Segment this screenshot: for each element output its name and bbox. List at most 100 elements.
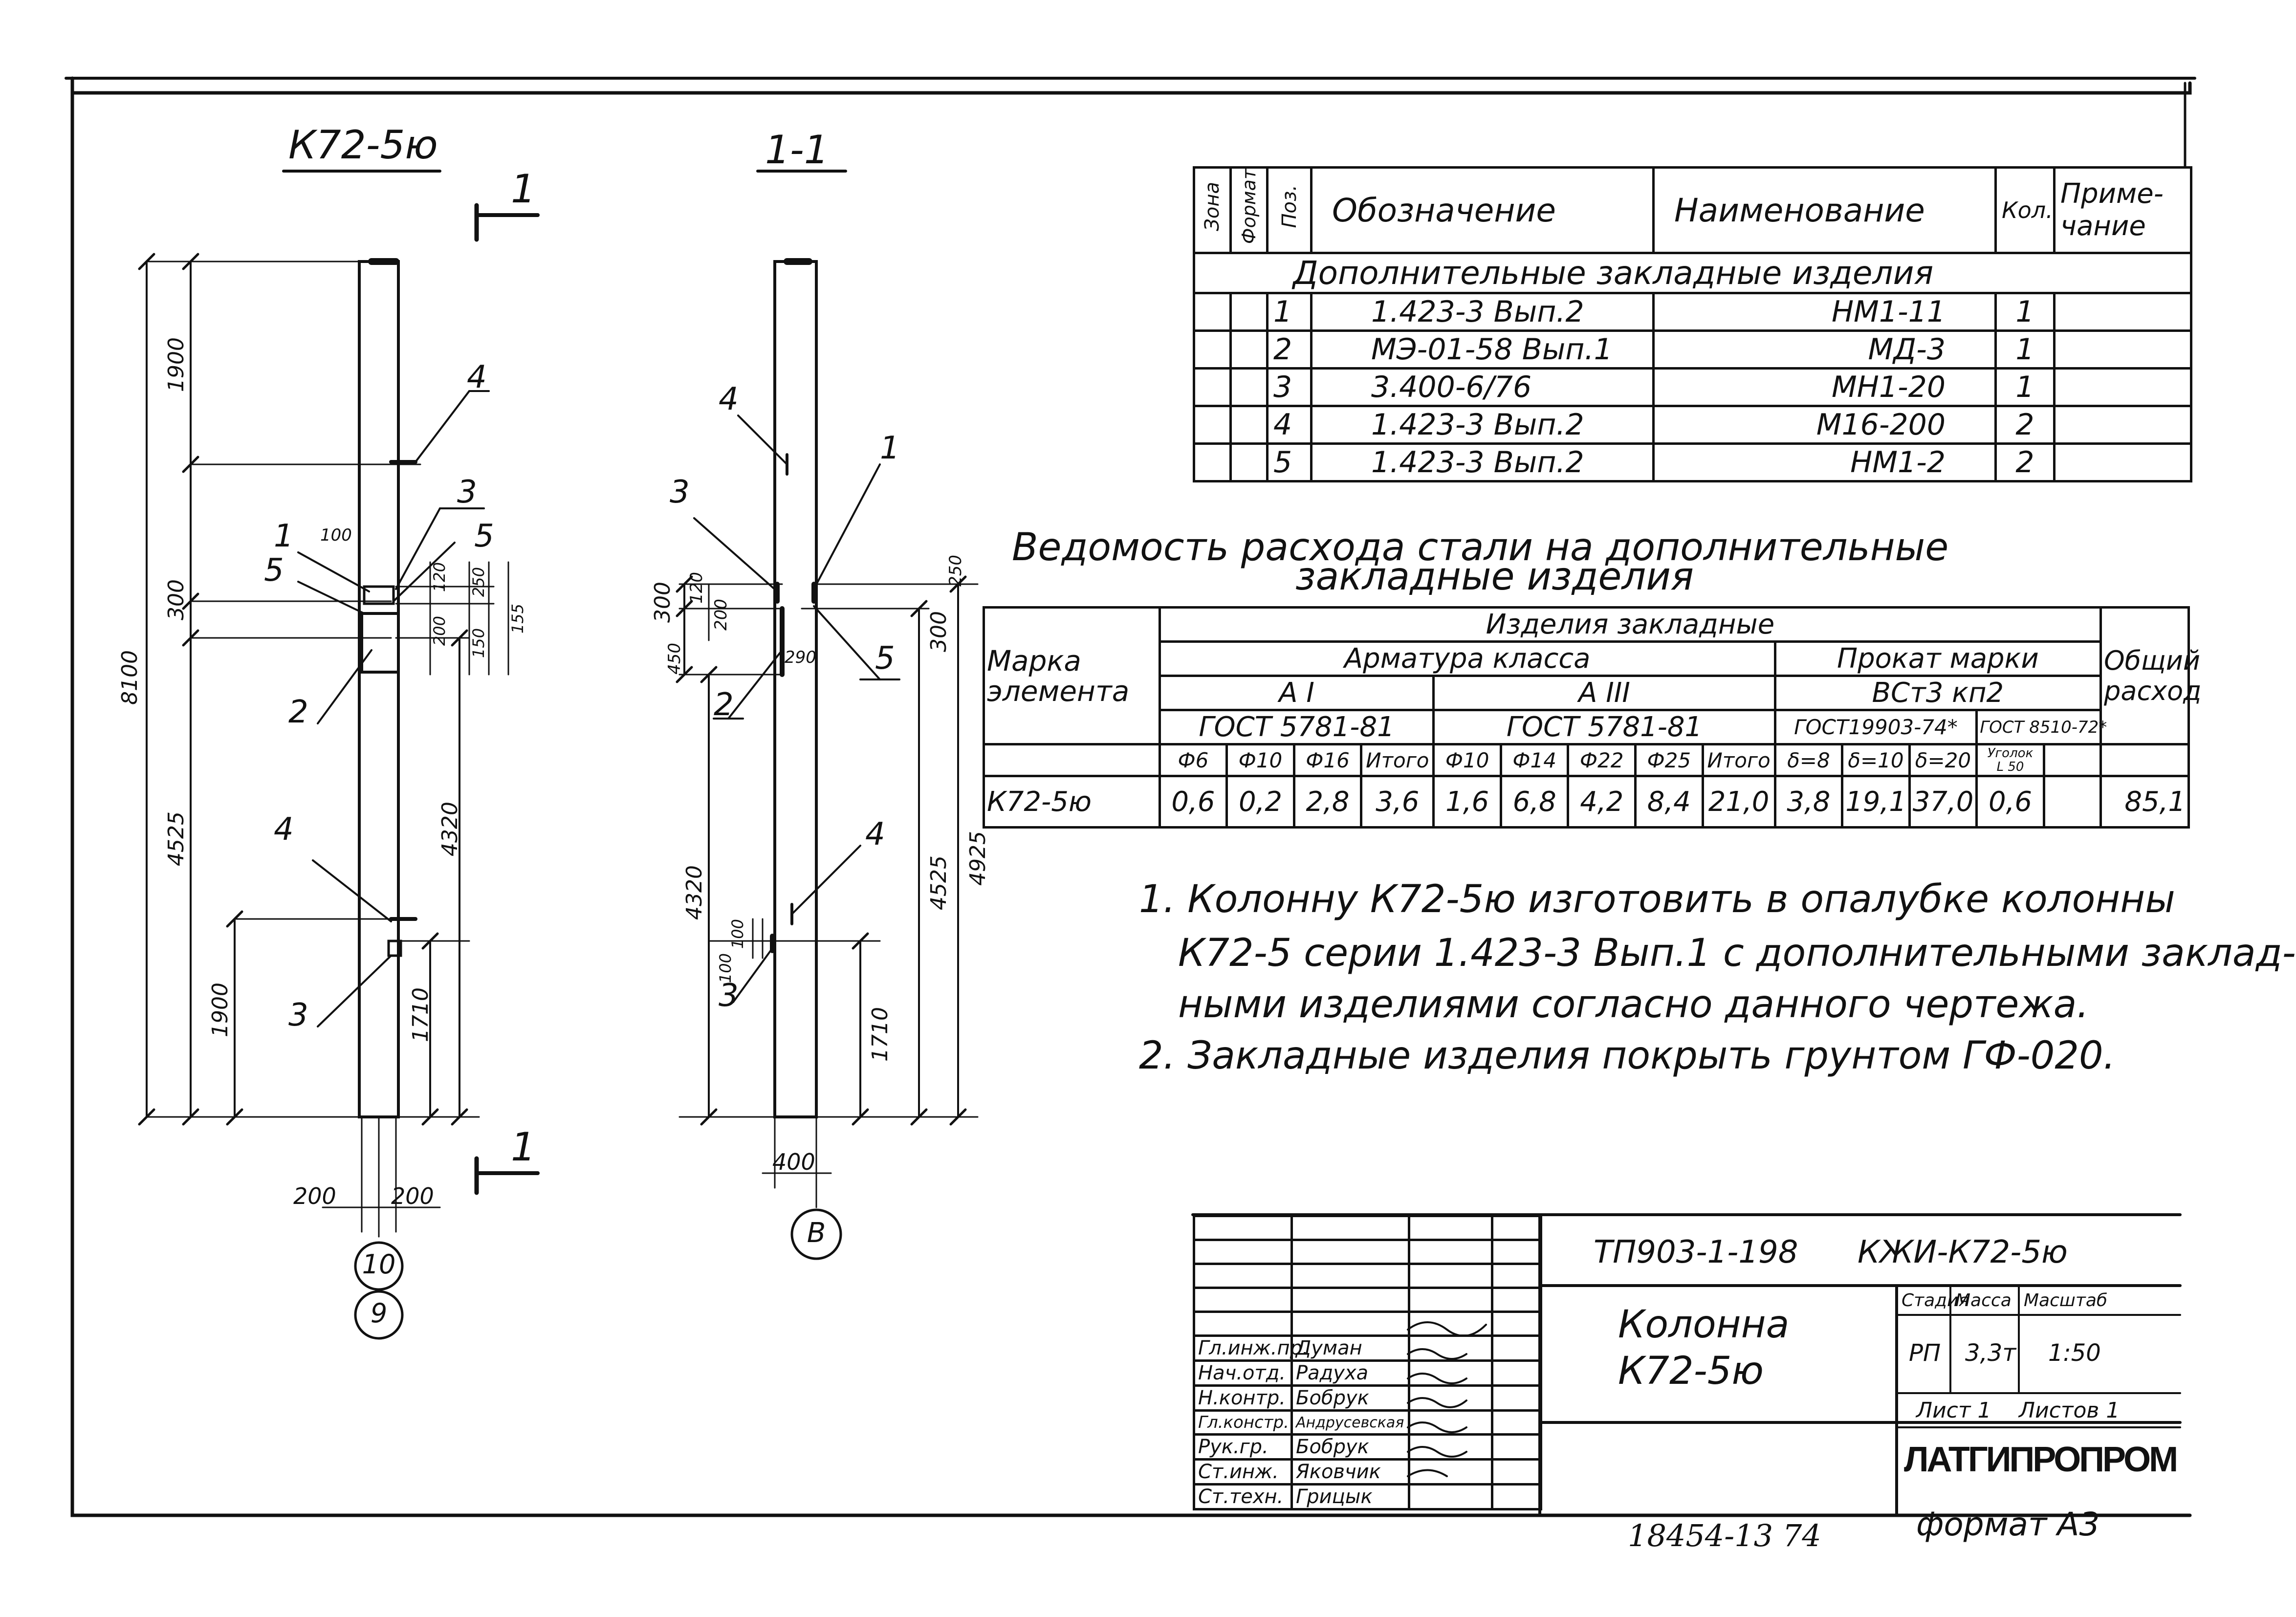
steel-row-mark: К72-5ю [983,775,1161,829]
steel-class-a1: А I [1158,675,1435,711]
spec-section-title: Дополнительные закладные изделия [1193,252,2192,295]
dim-155: 155 [508,604,527,634]
steel-table-title-1: Ведомость расхода стали на дополнительны… [1012,525,1949,569]
steel-cell: 3,8 [1773,775,1844,829]
stamp-sheets: Листов 1 [2019,1398,2120,1423]
spec-name: МН1-20 [1652,367,1997,408]
stamp-name-line-2: К72-5ю [1618,1349,1764,1393]
steel-col-head: Ф25 [1634,743,1704,777]
sec-dim-250: 250 [946,555,965,587]
spec-name: МД-3 [1652,329,1997,370]
spec-pos: 5 [1266,442,1312,483]
axis-bubble-9 [354,1290,404,1340]
steel-col-head: Итого [1360,743,1435,777]
spec-designation: МЭ-01-58 Вып.1 [1310,329,1655,370]
steel-cell: 2,8 [1292,775,1363,829]
dim-250: 250 [469,567,488,597]
steel-col-head: δ=20 [1908,743,1978,777]
sec-label-3-bottom: 3 [719,978,739,1014]
axis-bubble-10 [354,1241,404,1291]
spec-qty: 1 [1994,367,2055,408]
steel-cell: 0,2 [1225,775,1295,829]
steel-col-head: Ф22 [1567,743,1637,777]
stamp-role: Н.контр. [1193,1384,1293,1412]
spec-qty: 2 [1994,405,2055,445]
note-line-2: К72-5 серии 1.423-3 Вып.1 с дополнительн… [1178,931,2296,975]
steel-cell: 19,1 [1841,775,1911,829]
steel-col-head: Ф10 [1225,743,1295,777]
spec-name: М16-200 [1652,405,1997,445]
stamp-person: Яковчик [1290,1458,1410,1486]
steel-rebar-header: Арматура класса [1158,640,1776,677]
elev-label-3-bottom: 3 [288,997,308,1033]
elevation-plate-2 [360,612,400,674]
section-column-outline [773,260,818,1118]
dim-8100: 8100 [117,650,142,705]
stamp-name-line-1: Колонна [1618,1303,1790,1347]
spec-name: НМ1-11 [1652,292,1997,332]
stamp-person: Думан [1290,1334,1410,1362]
stamp-person: Грицык [1290,1483,1410,1510]
steel-col-head: Ф6 [1158,743,1228,777]
steel-rolled-header: Прокат марки [1773,640,2102,677]
steel-cell: 4,2 [1567,775,1637,829]
steel-cell: 21,0 [1701,775,1776,829]
sec-dim-4525: 4525 [926,855,951,910]
sec-dim-300r: 300 [926,611,951,652]
sec-label-4-bottom: 4 [865,816,885,852]
stamp-scale-header: Масштаб [2024,1290,2108,1311]
stamp-sheet: Лист 1 [1916,1398,1991,1423]
elev-label-5: 5 [264,552,284,589]
dim-100: 100 [320,525,352,545]
steel-col-head: Уголок L 50 [1975,743,2045,777]
steel-col-head: δ=8 [1773,743,1844,777]
steel-total-header: Общий расход [2099,606,2202,745]
elev-label-2: 2 [288,694,308,730]
steel-total: 85,1 [2099,775,2190,829]
steel-table: Марка элемента Изделия закладные Общий р… [983,606,2202,829]
dim-150: 150 [469,628,488,658]
inventory-number: 18454-13 74 [1628,1518,1821,1553]
note-line-3: ными изделиями согласно данного чертежа. [1178,983,2089,1027]
steel-gost-a1: ГОСТ 5781-81 [1158,709,1435,745]
dim-4525: 4525 [164,811,189,866]
steel-cell: 8,4 [1634,775,1704,829]
stamp-person: Радуха [1290,1359,1410,1387]
stamp-person: Андрусевская [1290,1409,1410,1436]
elev-label-1: 1 [274,518,294,554]
sec-label-3: 3 [670,474,690,510]
sec-label-2: 2 [714,687,734,723]
spec-row: 1 1.423-3 Вып.2 НМ1-11 1 [1193,292,2192,332]
spec-header-qty: Кол. [1994,166,2055,255]
stamp-stage-header: Стадия [1902,1290,1969,1311]
steel-mark-header: Марка элемента [983,606,1161,745]
steel-col-head: Ф16 [1292,743,1363,777]
steel-col-head: δ=10 [1841,743,1911,777]
dim-200: 200 [430,616,449,646]
dim-1900-bottom: 1900 [208,983,233,1037]
steel-col-head: Ф14 [1499,743,1570,777]
stamp-role: Ст.инж. [1193,1458,1293,1486]
spec-pos: 2 [1266,329,1312,370]
elev-label-4-bottom: 4 [274,811,294,848]
section-title: 1-1 [765,127,829,173]
sec-dim-4925: 4925 [965,831,990,886]
sec-dim-120: 120 [687,572,706,604]
spec-header-pos: Поз. [1278,184,1301,228]
spec-designation: 1.423-3 Вып.2 [1310,292,1655,332]
sec-dim-1710: 1710 [868,1007,893,1062]
steel-col-head [2042,743,2102,777]
spec-table: Зона Формат Поз. Обозначение Наименовани… [1193,166,2192,483]
stamp-role: Гл.инж.пр. [1193,1334,1309,1362]
spec-row: 4 1.423-3 Вып.2 М16-200 2 [1193,405,2192,445]
elevation-column-outline [358,260,400,1118]
steel-gost-r2: ГОСТ 8510-72* [1975,709,2107,745]
sec-dim-450: 450 [665,643,684,675]
spec-designation: 1.423-3 Вып.2 [1310,405,1655,445]
steel-cell: 37,0 [1908,775,1978,829]
stamp-mass: 3,3т [1965,1339,2016,1367]
stamp-code: ТП903-1-198 [1594,1234,1798,1270]
spec-header-format: Формат [1238,169,1260,244]
spec-name: НМ1-2 [1652,442,1997,483]
elevation-plate-3 [387,940,402,957]
